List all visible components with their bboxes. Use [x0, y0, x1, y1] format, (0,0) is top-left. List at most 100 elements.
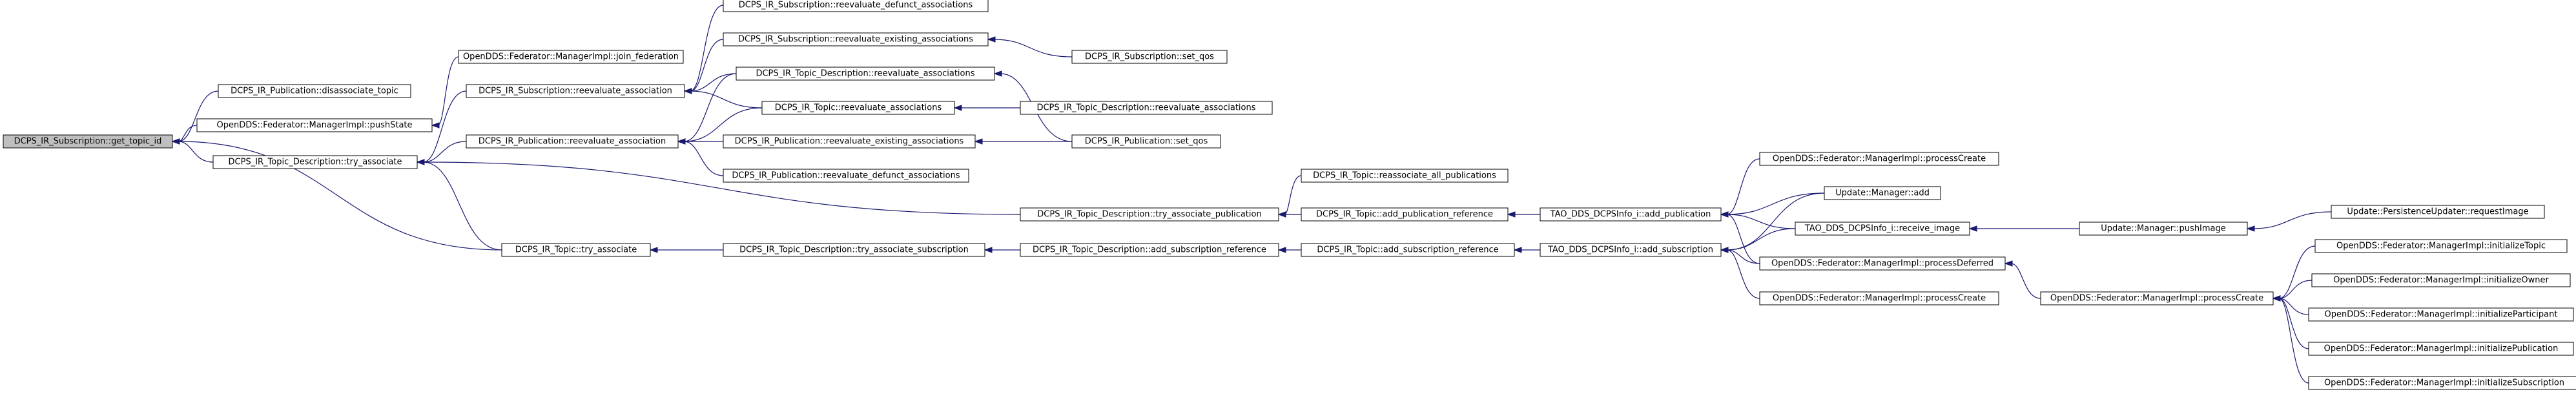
- edge-line: [178, 141, 502, 251]
- node-box: [1540, 207, 1722, 222]
- edge-line: [1726, 192, 1825, 215]
- node-label: DCPS_IR_Topic_Description::add_subscript…: [1033, 245, 1266, 255]
- edge-line: [1726, 228, 1796, 251]
- edge-dcps-ir-publication-disassociate-topic-to-dcps-ir-subscription-get-topic-id: [171, 90, 219, 145]
- node-dcps-ir-subscription-set-qos[interactable]: DCPS_IR_Subscription::set_qos: [1071, 50, 1228, 64]
- node-dcps-ir-topic-description-reevaluate-associations[interactable]: DCPS_IR_Topic_Description::reevaluate_as…: [736, 67, 995, 81]
- edge-line: [178, 90, 219, 142]
- node-opendds-federator-managerimpl-initializeowner[interactable]: OpenDDS::Federator::ManagerImpl::initial…: [2311, 273, 2571, 287]
- node-opendds-federator-managerimpl-join-federation[interactable]: OpenDDS::Federator::ManagerImpl::join_fe…: [458, 50, 684, 64]
- node-box: [2040, 291, 2274, 305]
- node-update-persistenceupdater-requestimage[interactable]: Update::PersistenceUpdater::requestImage: [2331, 205, 2545, 219]
- node-opendds-federator-managerimpl-initializesubscription[interactable]: OpenDDS::Federator::ManagerImpl::initial…: [2308, 376, 2576, 390]
- node-box: [501, 243, 651, 257]
- edge-line: [178, 125, 198, 142]
- node-label: DCPS_IR_Topic::try_associate: [515, 245, 637, 255]
- edge-dcps-ir-subscription-set-qos-to-dcps-ir-subscription-reevaluate-existing-associations: [987, 36, 1073, 57]
- node-box: [1540, 243, 1722, 257]
- node-dcps-ir-topic-description-reevaluate-associations[interactable]: DCPS_IR_Topic_Description::reevaluate_as…: [1020, 101, 1273, 115]
- node-dcps-ir-publication-set-qos[interactable]: DCPS_IR_Publication::set_qos: [1071, 134, 1221, 149]
- arrowhead-icon: [953, 105, 962, 111]
- node-label: OpenDDS::Federator::ManagerImpl::initial…: [2325, 310, 2558, 320]
- node-dcps-ir-topic-description-try-associate-subscription[interactable]: DCPS_IR_Topic_Description::try_associate…: [723, 243, 985, 257]
- edge-dcps-ir-topic-reassociate-all-publications-to-dcps-ir-topic-description-try-associate-publication: [1277, 175, 1302, 218]
- node-label: DCPS_IR_Topic_Description::reevaluate_as…: [1036, 103, 1255, 113]
- edge-dcps-ir-topic-description-add-subscription-reference-to-dcps-ir-topic-description-try-associate-subscription: [984, 247, 1021, 253]
- arrowhead-icon: [987, 36, 996, 43]
- edge-line: [690, 39, 724, 92]
- node-tao-dds-dcpsinfo-i-receive-image[interactable]: TAO_DDS_DCPSInfo_i::receive_image: [1795, 222, 1970, 236]
- node-opendds-federator-managerimpl-processdeferred[interactable]: OpenDDS::Federator::ManagerImpl::process…: [1759, 256, 2006, 271]
- node-dcps-ir-topic-try-associate[interactable]: DCPS_IR_Topic::try_associate: [501, 243, 651, 257]
- node-box: [1824, 186, 1941, 200]
- node-dcps-ir-publication-reevaluate-existing-associations[interactable]: DCPS_IR_Publication::reevaluate_existing…: [723, 134, 976, 149]
- node-label: DCPS_IR_Subscription::set_qos: [1085, 52, 1214, 62]
- arrowhead-icon: [683, 88, 692, 94]
- node-dcps-ir-subscription-reevaluate-association[interactable]: DCPS_IR_Subscription::reevaluate_associa…: [466, 84, 685, 98]
- arrowhead-icon: [431, 122, 440, 129]
- node-box: [2331, 205, 2545, 219]
- node-dcps-ir-subscription-reevaluate-defunct-associations[interactable]: DCPS_IR_Subscription::reevaluate_defunct…: [723, 0, 989, 12]
- edge-line: [2278, 298, 2309, 349]
- node-opendds-federator-managerimpl-initializepublication[interactable]: OpenDDS::Federator::ManagerImpl::initial…: [2308, 342, 2574, 356]
- node-dcps-ir-topic-description-try-associate-publication[interactable]: DCPS_IR_Topic_Description::try_associate…: [1020, 207, 1279, 222]
- edge-dcps-ir-topic-description-try-associate-subscription-to-dcps-ir-topic-try-associate: [649, 247, 724, 253]
- edge-dcps-ir-publication-set-qos-to-dcps-ir-publication-reevaluate-existing-associations: [974, 138, 1072, 145]
- node-box: [212, 155, 418, 169]
- node-label: DCPS_IR_Publication::reevaluate_defunct_…: [732, 171, 960, 181]
- node-label: OpenDDS::Federator::ManagerImpl::initial…: [2324, 344, 2559, 354]
- node-label: TAO_DDS_DCPSInfo_i::add_publication: [1550, 210, 1711, 220]
- node-dcps-ir-topic-add-publication-reference[interactable]: DCPS_IR_Topic::add_publication_reference: [1301, 207, 1509, 222]
- arrowhead-icon: [2272, 295, 2281, 302]
- node-box: [723, 243, 985, 257]
- node-dcps-ir-topic-description-try-associate[interactable]: DCPS_IR_Topic_Description::try_associate: [212, 155, 418, 169]
- node-opendds-federator-managerimpl-initializeparticipant[interactable]: OpenDDS::Federator::ManagerImpl::initial…: [2308, 307, 2574, 322]
- edge-line: [1726, 192, 1825, 251]
- edge-dcps-ir-topic-reevaluate-associations-to-dcps-ir-subscription-reevaluate-association: [683, 88, 763, 108]
- edge-line: [2010, 263, 2041, 299]
- edge-dcps-ir-topic-add-subscription-reference-to-dcps-ir-topic-description-add-subscription-reference: [1277, 247, 1302, 253]
- node-label: OpenDDS::Federator::ManagerImpl::process…: [1771, 259, 1994, 269]
- node-dcps-ir-subscription-reevaluate-existing-associations[interactable]: DCPS_IR_Subscription::reevaluate_existin…: [723, 32, 989, 46]
- node-opendds-federator-managerimpl-pushstate[interactable]: OpenDDS::Federator::ManagerImpl::pushSta…: [196, 118, 433, 132]
- node-box: [466, 84, 685, 98]
- node-dcps-ir-topic-add-subscription-reference[interactable]: DCPS_IR_Topic::add_subscription_referenc…: [1301, 243, 1515, 257]
- node-label: Update::Manager::pushImage: [2101, 224, 2226, 234]
- node-label: DCPS_IR_Topic_Description::try_associate: [229, 158, 402, 167]
- edge-tao-dds-dcpsinfo-i-add-publication-to-dcps-ir-topic-add-publication-reference: [1507, 211, 1540, 218]
- node-dcps-ir-publication-disassociate-topic[interactable]: DCPS_IR_Publication::disassociate_topic: [218, 84, 411, 98]
- node-update-manager-add[interactable]: Update::Manager::add: [1824, 186, 1941, 200]
- node-label: DCPS_IR_Topic::add_publication_reference: [1316, 210, 1493, 220]
- edge-dcps-ir-subscription-reevaluate-existing-associations-to-dcps-ir-subscription-reevaluate-association: [683, 39, 724, 94]
- node-box: [1795, 222, 1970, 236]
- node-box: [2308, 376, 2576, 390]
- node-box: [1301, 169, 1509, 183]
- node-box: [2314, 239, 2568, 253]
- node-label: TAO_DDS_DCPSInfo_i::receive_image: [1804, 224, 1960, 234]
- node-opendds-federator-managerimpl-processcreate[interactable]: OpenDDS::Federator::ManagerImpl::process…: [2040, 291, 2274, 305]
- node-dcps-ir-subscription-get-topic-id[interactable]: DCPS_IR_Subscription::get_topic_id: [3, 134, 173, 149]
- node-dcps-ir-topic-reassociate-all-publications[interactable]: DCPS_IR_Topic::reassociate_all_publicati…: [1301, 169, 1509, 183]
- node-tao-dds-dcpsinfo-i-add-publication[interactable]: TAO_DDS_DCPSInfo_i::add_publication: [1540, 207, 1722, 222]
- graph-edges: [171, 5, 2332, 384]
- node-opendds-federator-managerimpl-processcreate[interactable]: OpenDDS::Federator::ManagerImpl::process…: [1759, 152, 1999, 166]
- node-box: [196, 118, 433, 132]
- node-box: [1301, 207, 1509, 222]
- node-dcps-ir-publication-reevaluate-association[interactable]: DCPS_IR_Publication::reevaluate_associat…: [466, 134, 679, 149]
- node-dcps-ir-publication-reevaluate-defunct-associations[interactable]: DCPS_IR_Publication::reevaluate_defunct_…: [723, 169, 969, 183]
- node-opendds-federator-managerimpl-processcreate[interactable]: OpenDDS::Federator::ManagerImpl::process…: [1759, 291, 1999, 305]
- node-opendds-federator-managerimpl-initializetopic[interactable]: OpenDDS::Federator::ManagerImpl::initial…: [2314, 239, 2568, 253]
- node-box: [723, 32, 989, 46]
- node-tao-dds-dcpsinfo-i-add-subscription[interactable]: TAO_DDS_DCPSInfo_i::add_subscription: [1540, 243, 1722, 257]
- arrowhead-icon: [677, 138, 686, 145]
- edge-line: [690, 90, 763, 108]
- arrowhead-icon: [2246, 225, 2255, 232]
- edge-dcps-ir-publication-reevaluate-defunct-associations-to-dcps-ir-publication-reevaluate-association: [677, 138, 724, 176]
- node-dcps-ir-topic-reevaluate-associations[interactable]: DCPS_IR_Topic::reevaluate_associations: [761, 101, 955, 115]
- edge-line: [437, 56, 459, 126]
- node-box: [2079, 222, 2248, 236]
- node-dcps-ir-topic-description-add-subscription-reference[interactable]: DCPS_IR_Topic_Description::add_subscript…: [1020, 243, 1279, 257]
- node-update-manager-pushimage[interactable]: Update::Manager::pushImage: [2079, 222, 2248, 236]
- arrowhead-icon: [416, 159, 425, 165]
